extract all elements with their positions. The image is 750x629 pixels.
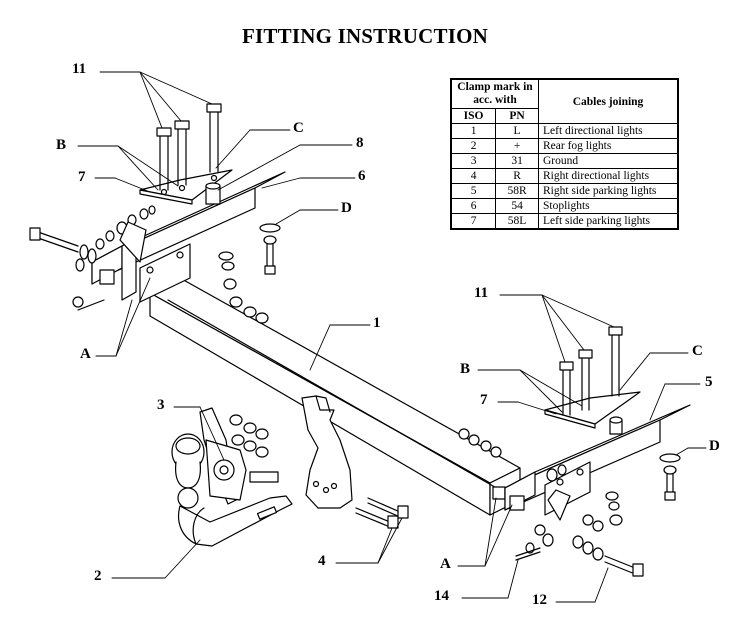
callout-14: 14: [434, 588, 449, 604]
callout-1: 1: [373, 315, 381, 331]
callout-8: 8: [356, 135, 364, 151]
header-iso: ISO: [450, 108, 497, 124]
table-row: 6 54 Stoplights: [450, 198, 679, 214]
tow-ball-assembly: [171, 407, 293, 547]
header-cables-joining: Cables joining: [538, 78, 679, 124]
callout-4: 4: [318, 553, 326, 569]
table-row: 2 + Rear fog lights: [450, 138, 679, 154]
callout-3: 3: [157, 397, 165, 413]
callout-b-left: B: [56, 137, 67, 153]
callout-c-right: C: [692, 343, 703, 359]
left-bolt-d: [259, 223, 281, 275]
left-lower-nuts: [218, 251, 269, 324]
header-pn: PN: [495, 108, 539, 124]
table-row: 4 R Right directional lights: [450, 168, 679, 184]
callout-a-left: A: [80, 346, 91, 362]
left-front-hardware: [29, 205, 156, 311]
center-bolts-4: [355, 497, 409, 529]
table-row: 1 L Left directional lights: [450, 123, 679, 139]
page-title: FITTING INSTRUCTION: [242, 24, 488, 48]
right-lower-hardware: [458, 428, 644, 577]
left-plate-b: [139, 103, 233, 205]
callout-b-right: B: [460, 361, 471, 377]
callout-11-right: 11: [474, 285, 489, 301]
right-plate-b: [544, 326, 641, 435]
callout-d-left: D: [341, 200, 352, 216]
callout-7-left: 7: [78, 169, 86, 185]
callout-a-bottom: A: [440, 556, 451, 572]
callout-c-top: C: [293, 120, 304, 136]
header-clamp-mark: Clamp mark in acc. with: [450, 78, 539, 109]
center-hook-bracket: [301, 395, 353, 509]
table-row: 7 58L Left side parking lights: [450, 213, 679, 230]
main-crossbar: [149, 277, 521, 516]
callout-2: 2: [94, 568, 102, 584]
callout-11-top: 11: [72, 61, 87, 77]
table-row: 5 58R Right side parking lights: [450, 183, 679, 199]
table-row: 3 31 Ground: [450, 153, 679, 169]
callout-5: 5: [705, 374, 713, 390]
right-bolt-d: [659, 453, 681, 501]
callout-6: 6: [358, 168, 366, 184]
leader-lines: [77, 71, 707, 603]
ball-mount-nuts: [229, 414, 269, 458]
cable-joining-table: Clamp mark in acc. with Cables joining I…: [450, 78, 679, 230]
callout-12: 12: [532, 592, 547, 608]
callout-7-right: 7: [480, 392, 488, 408]
callout-d-right: D: [709, 438, 720, 454]
